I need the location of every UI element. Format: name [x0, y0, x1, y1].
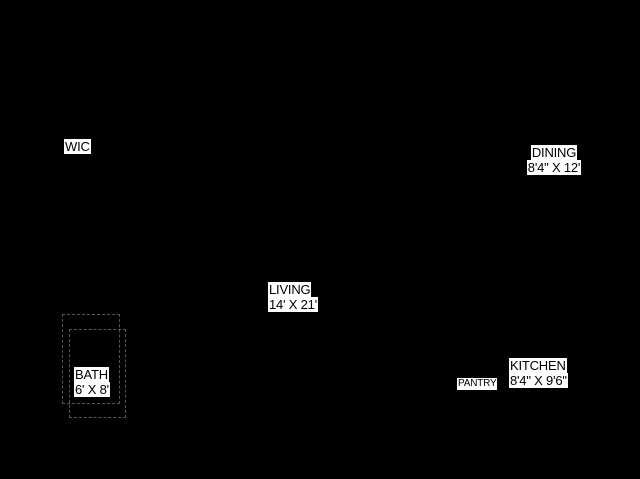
bath-fixture-outline-outer [62, 314, 120, 404]
living-room-name: LIVING [268, 282, 312, 297]
living-room-label: LIVING 14' X 21' [268, 282, 318, 312]
pantry-room-name: PANTRY [457, 378, 498, 390]
bath-fixture-outline-inner [69, 329, 126, 418]
bath-room-size: 6' X 8' [74, 382, 110, 397]
bath-room-name: BATH [74, 367, 109, 382]
dining-room-label: DINING 8'4" X 12' [521, 145, 587, 175]
living-room-size: 14' X 21' [268, 297, 318, 312]
kitchen-room-label: KITCHEN 8'4" X 9'6" [509, 358, 568, 388]
kitchen-room-name: KITCHEN [509, 358, 567, 373]
bath-room-label: BATH 6' X 8' [74, 367, 110, 397]
dining-room-size: 8'4" X 12' [526, 160, 582, 175]
kitchen-room-size: 8'4" X 9'6" [509, 373, 568, 388]
dining-room-name: DINING [530, 145, 578, 160]
wic-room-name: WIC [64, 139, 91, 154]
